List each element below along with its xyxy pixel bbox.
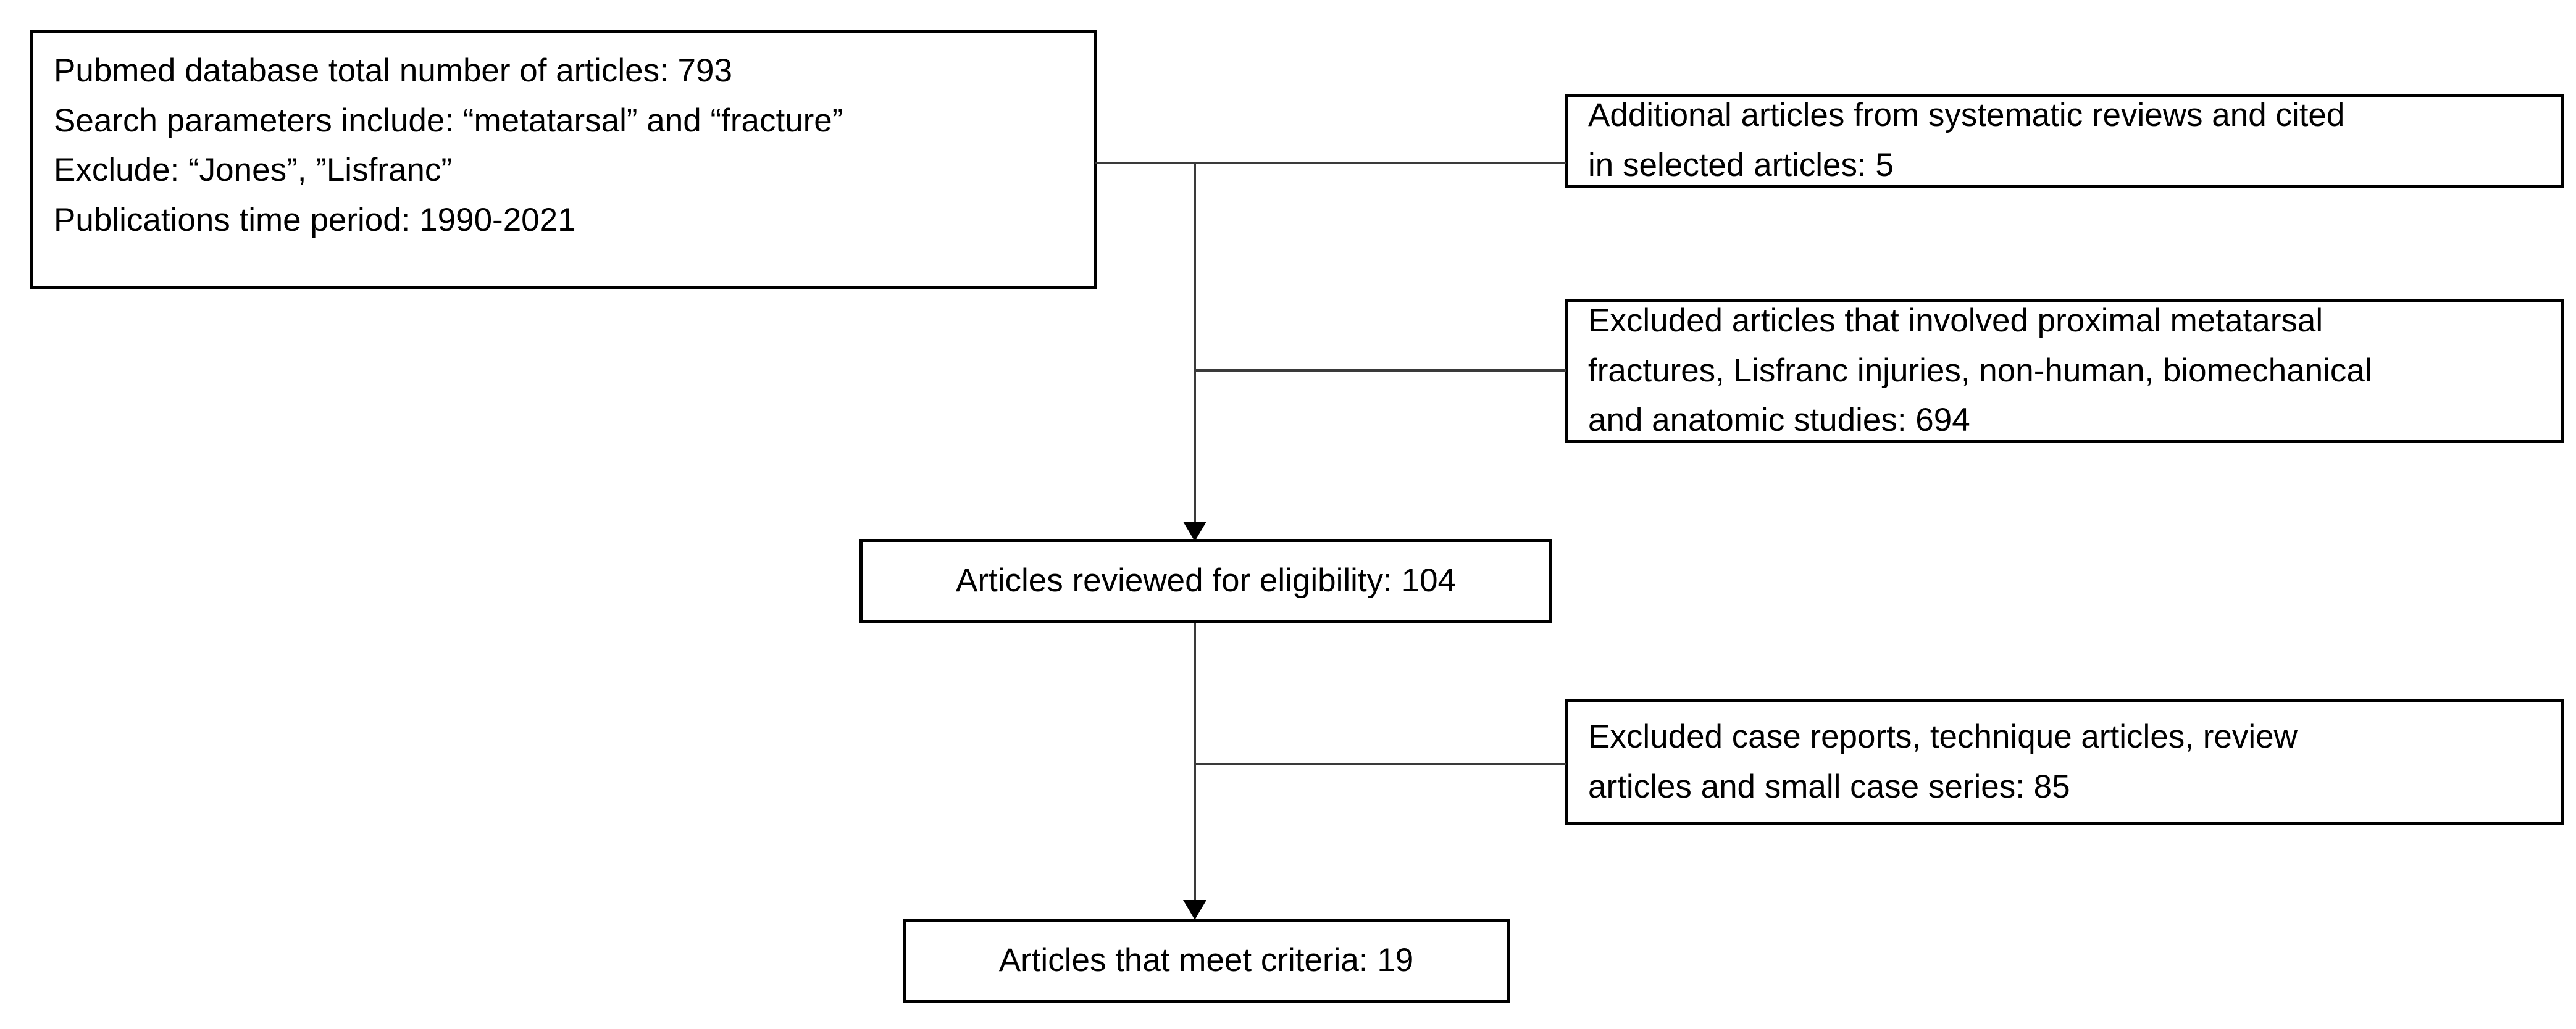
- node-additional-articles: Additional articles from systematic revi…: [1565, 94, 2564, 188]
- connector-trunk-to-excluded-proximal: [1195, 369, 1566, 372]
- node-excluded-case-reports: Excluded case reports, technique article…: [1565, 699, 2564, 825]
- source-line-exclude-terms: Exclude: “Jones”, ”Lisfranc”: [54, 152, 453, 189]
- connector-trunk-to-excluded-case: [1195, 763, 1566, 765]
- eligibility-label: Articles reviewed for eligibility: 104: [955, 562, 1457, 599]
- arrowhead-down-icon-to-eligibility: [1183, 522, 1206, 541]
- arrowhead-down-icon-to-meet-criteria: [1183, 900, 1206, 920]
- node-articles-reviewed-for-eligibility: Articles reviewed for eligibility: 104: [859, 539, 1552, 623]
- excluded-proximal-line-3: and anatomic studies: 694: [1588, 402, 1970, 439]
- node-excluded-proximal-studies: Excluded articles that involved proximal…: [1565, 299, 2564, 443]
- excluded-case-line-2: articles and small case series: 85: [1588, 769, 2070, 805]
- source-line-search-parameters: Search parameters include: “metatarsal” …: [54, 102, 843, 139]
- meet-criteria-label: Articles that meet criteria: 19: [998, 942, 1414, 979]
- excluded-proximal-line-2: fractures, Lisfranc injuries, non-human,…: [1588, 352, 2372, 389]
- source-line-total-articles: Pubmed database total number of articles…: [54, 52, 732, 89]
- node-pubmed-search-criteria: Pubmed database total number of articles…: [30, 30, 1097, 289]
- source-line-time-period: Publications time period: 1990-2021: [54, 201, 576, 238]
- node-articles-meet-criteria: Articles that meet criteria: 19: [903, 919, 1510, 1003]
- excluded-proximal-line-1: Excluded articles that involved proximal…: [1588, 302, 2323, 340]
- additional-line-2: in selected articles: 5: [1588, 147, 1894, 183]
- additional-line-1: Additional articles from systematic revi…: [1588, 97, 2345, 134]
- connector-trunk-eligibility-to-final: [1194, 623, 1196, 909]
- connector-trunk-source-to-eligibility: [1194, 162, 1196, 528]
- connector-source-to-additional: [1095, 162, 1566, 164]
- excluded-case-line-1: Excluded case reports, technique article…: [1588, 719, 2298, 756]
